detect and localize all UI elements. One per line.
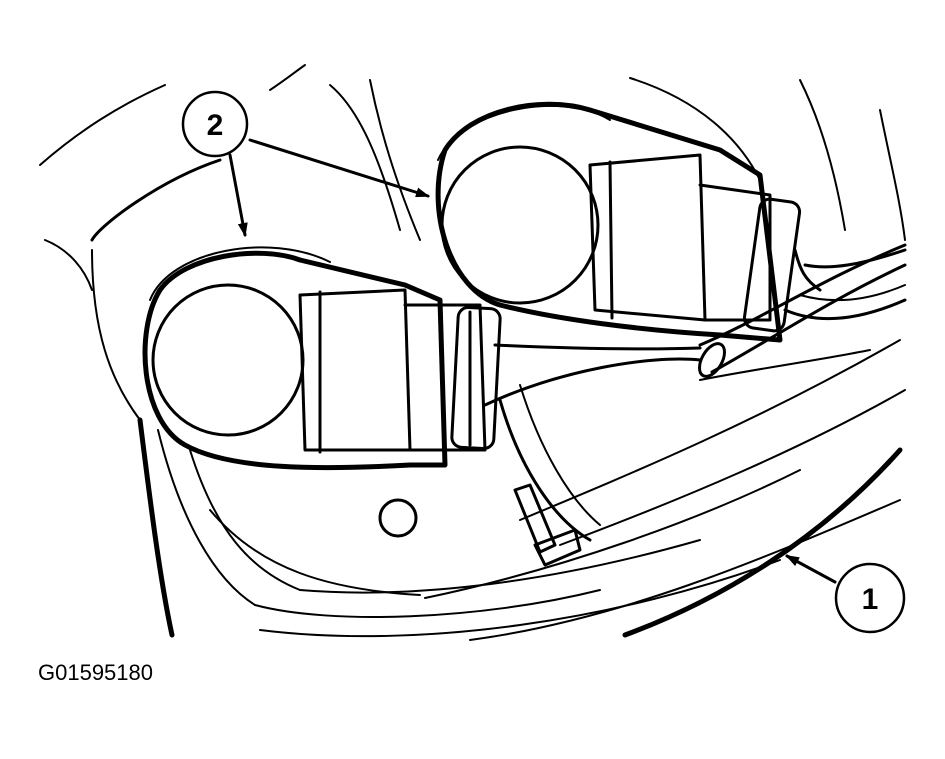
- callout-2: 2: [181, 90, 430, 237]
- body-panel-contours: [39, 64, 906, 421]
- lamp-housing-lower: [137, 339, 906, 641]
- callout-1-label: 1: [862, 583, 879, 616]
- wiring-harness: [483, 243, 907, 407]
- bulb-socket-right: [435, 101, 802, 343]
- figure-id: G01595180: [38, 660, 153, 685]
- callout-1: 1: [785, 554, 906, 634]
- mounting-hole: [378, 498, 418, 538]
- bulb-socket-left: [142, 246, 502, 471]
- callout-2-label: 2: [207, 109, 224, 142]
- retaining-clip: [513, 483, 582, 567]
